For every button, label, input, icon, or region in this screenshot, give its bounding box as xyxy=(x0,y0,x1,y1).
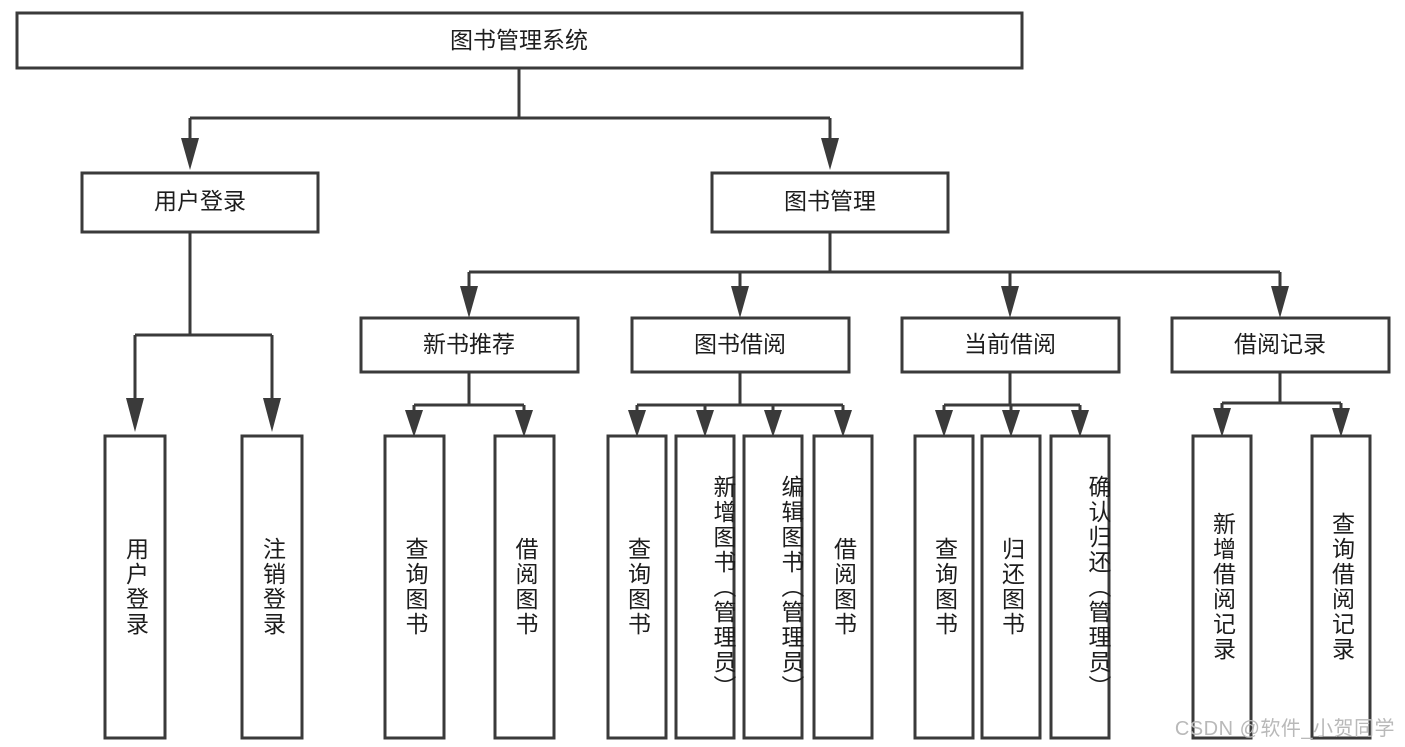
node-user-login-label: 用户登录 xyxy=(154,188,246,214)
arrow-bb-leaf-2 xyxy=(696,410,714,437)
arrow-cb-leaf-1 xyxy=(935,410,953,437)
arrow-cb-leaf-3 xyxy=(1071,410,1089,437)
arrow-bm-to-borrow-record xyxy=(1271,286,1289,318)
leaf-add-book-box[interactable] xyxy=(674,434,736,740)
arrow-bm-to-current-borrow xyxy=(1001,286,1019,318)
connector-group-new-book-recommend xyxy=(405,372,533,437)
node-root[interactable]: 图书管理系统 xyxy=(15,11,1024,70)
leaf-user-login-box[interactable] xyxy=(103,434,167,740)
arrow-br-leaf-1 xyxy=(1213,408,1231,437)
leaf-return-book-box[interactable] xyxy=(980,434,1042,740)
leaf-query-book-1-box[interactable] xyxy=(383,434,446,740)
node-borrow-record[interactable]: 借阅记录 xyxy=(1170,316,1391,374)
connector-group-borrow-record xyxy=(1213,372,1350,437)
arrow-nbr-leaf-2 xyxy=(515,410,533,437)
node-book-borrow-label: 图书借阅 xyxy=(694,331,786,357)
arrow-bb-leaf-1 xyxy=(628,410,646,437)
node-book-management-box[interactable] xyxy=(710,171,950,234)
leaf-query-book-2-box[interactable] xyxy=(606,434,668,740)
watermark-text: CSDN @软件_小贺同学 xyxy=(1174,718,1395,740)
node-new-book-recommend-label: 新书推荐 xyxy=(423,331,515,357)
node-borrow-record-box[interactable] xyxy=(1170,316,1391,374)
node-user-login-box[interactable] xyxy=(80,171,320,234)
arrow-root-to-user-login xyxy=(181,138,199,170)
connector-group-root xyxy=(181,68,839,170)
leaf-edit-book-box[interactable] xyxy=(742,434,804,740)
node-current-borrow-label: 当前借阅 xyxy=(964,331,1056,357)
arrow-nbr-leaf-1 xyxy=(405,410,423,437)
arrow-cb-leaf-2 xyxy=(1002,410,1020,437)
leaf-borrow-book-2-box[interactable] xyxy=(812,434,874,740)
leaf-logout-box[interactable] xyxy=(240,434,304,740)
arrow-bb-leaf-4 xyxy=(834,410,852,437)
node-book-borrow-box[interactable] xyxy=(630,316,851,374)
node-book-management[interactable]: 图书管理 xyxy=(710,171,950,234)
node-user-login[interactable]: 用户登录 xyxy=(80,171,320,234)
connector-group-user-login xyxy=(126,232,281,432)
leaf-boxes xyxy=(103,434,1372,740)
arrow-br-leaf-2 xyxy=(1332,408,1350,437)
arrow-bm-to-new-book-recommend xyxy=(460,286,478,318)
node-current-borrow[interactable]: 当前借阅 xyxy=(900,316,1121,374)
arrow-bm-to-book-borrow xyxy=(731,286,749,318)
connector-group-current-borrow xyxy=(935,372,1089,437)
connector-group-book-borrow xyxy=(628,372,852,437)
arrow-bb-leaf-3 xyxy=(764,410,782,437)
node-new-book-recommend-box[interactable] xyxy=(359,316,580,374)
node-book-borrow[interactable]: 图书借阅 xyxy=(630,316,851,374)
arrow-root-to-book-management xyxy=(821,138,839,170)
node-borrow-record-label: 借阅记录 xyxy=(1234,331,1326,357)
arrow-user-login-leaf-2 xyxy=(263,398,281,432)
leaf-query-book-3-box[interactable] xyxy=(913,434,975,740)
node-root-label: 图书管理系统 xyxy=(450,27,588,53)
leaf-confirm-return-box[interactable] xyxy=(1049,434,1111,740)
leaf-query-record-box[interactable] xyxy=(1310,434,1372,740)
node-book-management-label: 图书管理 xyxy=(784,188,876,214)
arrow-user-login-leaf-1 xyxy=(126,398,144,432)
connector-group-book-management xyxy=(460,232,1289,318)
node-current-borrow-box[interactable] xyxy=(900,316,1121,374)
leaf-borrow-book-1-box[interactable] xyxy=(493,434,556,740)
leaf-add-record-box[interactable] xyxy=(1191,434,1253,740)
node-new-book-recommend[interactable]: 新书推荐 xyxy=(359,316,580,374)
node-root-box[interactable] xyxy=(15,11,1024,70)
